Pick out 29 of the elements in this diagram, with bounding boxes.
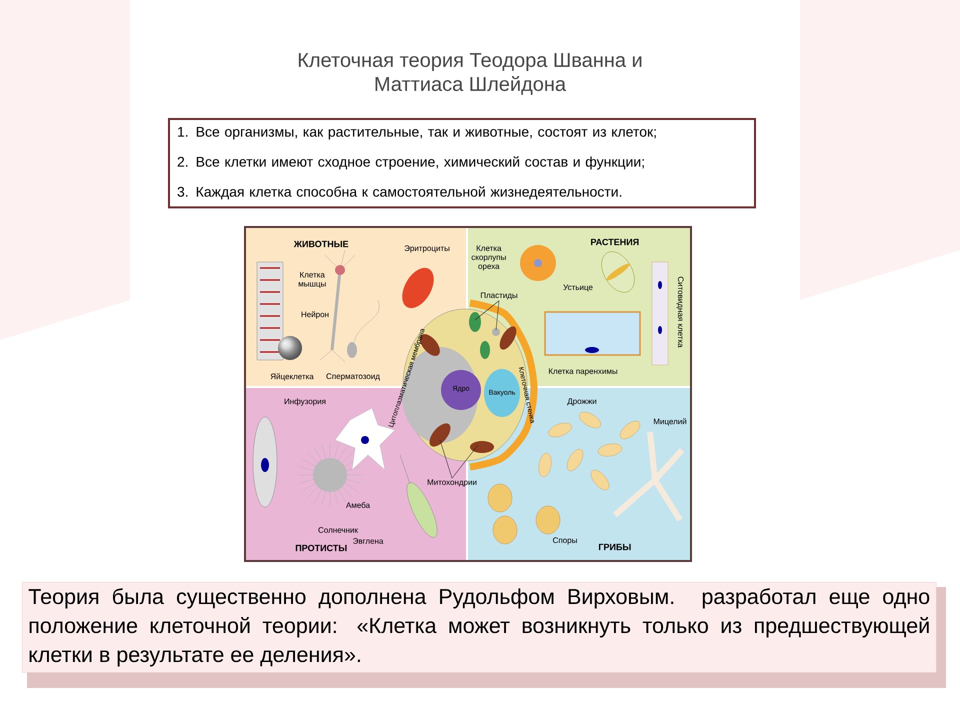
leader-line	[452, 444, 478, 478]
leader-line	[474, 300, 500, 320]
part-label: Эвглена	[353, 538, 384, 544]
section-heading: ЖИВОТНЫЕ	[294, 240, 348, 248]
part-label: Сперматозоид	[326, 373, 380, 381]
section-heading: РАСТЕНИЯ	[591, 238, 639, 246]
callout-label: Митохондрии	[428, 479, 476, 487]
part-label: Мицелий	[654, 418, 686, 426]
part-label: Солнечник	[318, 527, 358, 533]
callout-label: Пластиды	[480, 292, 518, 300]
part-label: Устьице	[563, 284, 593, 292]
title: Клеточная теория Теодора Шванна и Маттиаса Шлейдона	[298, 53, 642, 95]
part-label: Амеба	[346, 502, 370, 508]
part-label: Споры	[553, 537, 577, 545]
statement-box: 1. Все организмы, как растительные, так и животные, состоят из клеток; 2. Все клетки имеют сходное строение, химический состав и функции; 3. Каждая клетка способна к самостоятельной жизнедеятельности.	[168, 118, 756, 208]
section-heading: ГРИБЫ	[598, 544, 631, 550]
part-label: Клетка паренхимы	[549, 368, 618, 376]
part-label: Эритроциты	[404, 245, 450, 253]
part-label: Яйцеклетка	[270, 373, 314, 381]
leader-line	[496, 300, 500, 330]
part-label: Нейрон	[302, 311, 328, 319]
part-label: Ситовидная клетка	[676, 276, 684, 348]
section-heading: ПРОТИСТЫ	[296, 544, 347, 552]
part-label: Клетка мышцы	[298, 272, 326, 288]
note-box: Теория была существенно дополнена Рудольфом Вирховым. разработал еще одно положение клеточной теории: «Клетка может возникнуть только из предшествующей клетки в результате ее деления».	[22, 582, 936, 673]
part-label: Дрожжи	[567, 398, 596, 406]
part-label: Инфузория	[284, 398, 326, 406]
leader-line	[440, 440, 452, 478]
part-label: Клетка скорлупы ореха	[472, 245, 506, 271]
